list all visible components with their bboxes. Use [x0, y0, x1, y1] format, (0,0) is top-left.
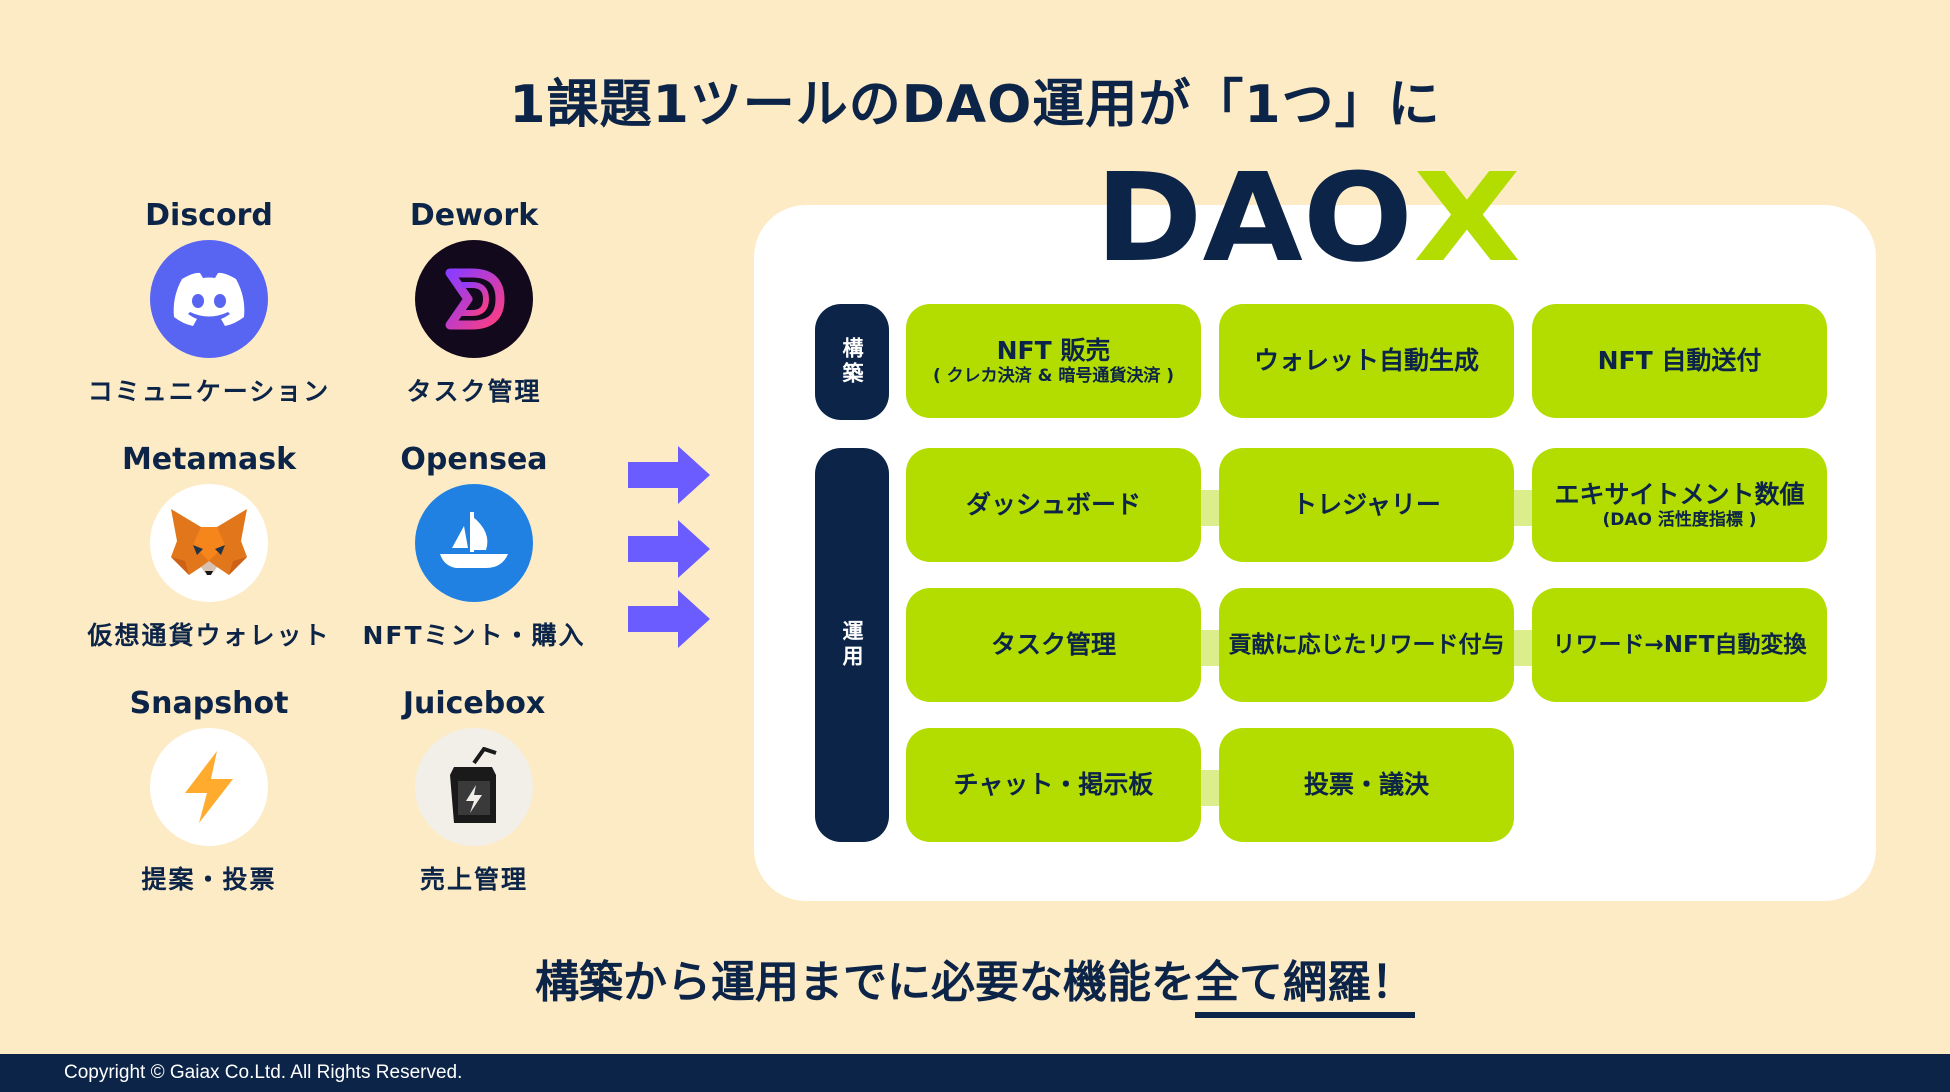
tool-desc: 売上管理 [419, 865, 528, 894]
tool-desc: NFTミント・購入 [362, 621, 586, 650]
tool-metamask: Metamask 仮想通貨ウォレット [84, 440, 334, 652]
feature-card-nft-sales: NFT 販売 ( クレカ決済 & 暗号通貨決済 ) [906, 304, 1201, 418]
discord-icon [150, 240, 268, 358]
card-connector [1513, 490, 1533, 526]
bottom-message: 構築から運用までに必要な機能を全て網羅！ [0, 946, 1950, 1018]
arrow-right-icon [628, 446, 710, 504]
tool-name: Juicebox [402, 686, 546, 721]
tool-juicebox: Juicebox 売上管理 [349, 684, 599, 896]
tool-snapshot: Snapshot 提案・投票 [84, 684, 334, 896]
tool-name: Dework [409, 198, 539, 233]
tool-name: Metamask [121, 442, 297, 477]
dework-icon [415, 240, 533, 358]
footer: Copyright © Gaiax Co.Ltd. All Rights Res… [0, 1054, 1950, 1092]
section-label-operate: 運用 [815, 448, 889, 842]
feature-card-treasury: トレジャリー [1219, 448, 1514, 562]
tool-desc: コミュニケーション [87, 377, 331, 406]
tool-dework: Dework タスク管理 [349, 196, 599, 408]
bottom-message-underlined: 全て網羅！ [1195, 957, 1415, 1018]
feature-card-task-management: タスク管理 [906, 588, 1201, 702]
daox-logo: DAO X [1095, 160, 1521, 270]
feature-card-nft-auto-send: NFT 自動送付 [1532, 304, 1827, 418]
svg-text:X: X [1413, 160, 1521, 270]
copyright-text: Copyright © Gaiax Co.Ltd. All Rights Res… [64, 1062, 463, 1083]
metamask-fox-icon [150, 484, 268, 602]
card-connector [1200, 630, 1220, 666]
feature-card-reward-nft-conversion: リワード→NFT自動変換 [1532, 588, 1827, 702]
tool-desc: 仮想通貨ウォレット [87, 621, 331, 650]
juicebox-icon [415, 728, 533, 846]
tool-name: Opensea [400, 442, 548, 477]
card-connector [1200, 770, 1220, 806]
bottom-message-prefix: 構築から運用までに必要な機能を [535, 957, 1195, 1008]
feature-card-voting: 投票・議決 [1219, 728, 1514, 842]
svg-text:DAO: DAO [1095, 160, 1413, 270]
tool-desc: 提案・投票 [141, 865, 277, 894]
feature-card-wallet-generation: ウォレット自動生成 [1219, 304, 1514, 418]
feature-card-contribution-reward: 貢献に応じたリワード付与 [1219, 588, 1514, 702]
feature-card-excitement-metric: エキサイトメント数値 (DAO 活性度指標 ) [1532, 448, 1827, 562]
feature-card-chat-board: チャット・掲示板 [906, 728, 1201, 842]
tool-name: Snapshot [129, 686, 289, 721]
arrow-right-icon [628, 590, 710, 648]
page-title: 1課題1ツールのDAO運用が「1つ」に [509, 75, 1441, 135]
snapshot-lightning-icon [150, 728, 268, 846]
card-connector [1200, 490, 1220, 526]
feature-card-dashboard: ダッシュボード [906, 448, 1201, 562]
opensea-sailboat-icon [415, 484, 533, 602]
card-connector [1513, 630, 1533, 666]
section-label-build: 構築 [815, 304, 889, 420]
tool-desc: タスク管理 [406, 377, 542, 406]
tool-discord: Discord コミュニケーション [84, 196, 334, 408]
tool-name: Discord [145, 198, 273, 233]
arrow-right-icon [628, 520, 710, 578]
tool-opensea: Opensea NFTミント・購入 [349, 440, 599, 652]
